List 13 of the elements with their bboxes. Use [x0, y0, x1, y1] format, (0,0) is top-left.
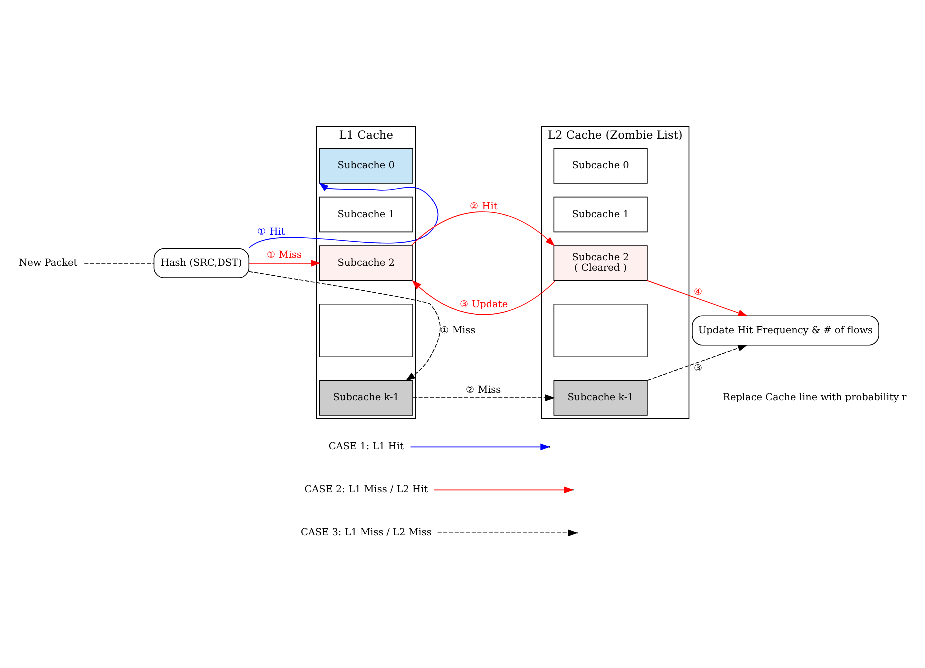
node-text: New Packet	[19, 258, 78, 269]
legend-label: CASE 2: L1 Miss / L2 Hit	[304, 484, 428, 496]
edge-label: ① Hit	[258, 226, 286, 238]
edge-label: ③	[694, 363, 704, 374]
legend-label: CASE 3: L1 Miss / L2 Miss	[300, 528, 432, 539]
edge-label: ④	[694, 287, 704, 298]
label: Replace Cache line with probability r	[723, 392, 907, 404]
edge-label: ① Miss	[266, 250, 302, 262]
legend-label: CASE 1: L1 Hit	[328, 442, 404, 453]
edge-label: ② Hit	[470, 202, 498, 213]
edge-label: ③ Update	[460, 300, 508, 311]
edge-label: ② Miss	[466, 384, 502, 396]
edge-label: ① Miss	[440, 325, 476, 336]
